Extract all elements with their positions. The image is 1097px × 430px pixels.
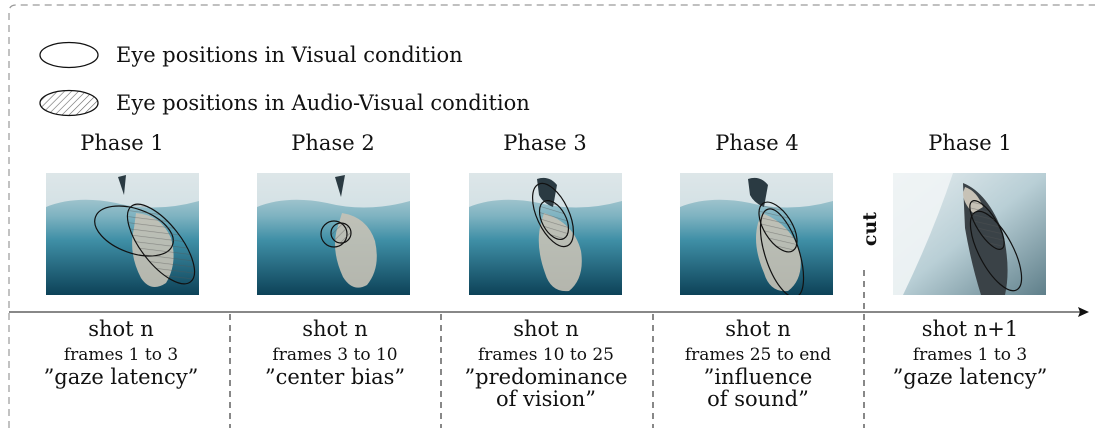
caption-5: shot n+1 frames 1 to 3 ”gaze latency” [870, 317, 1070, 389]
frame-thumbnail-3 [469, 173, 622, 295]
description-line: ”center bias” [264, 364, 406, 389]
description-line: of sound” [707, 387, 809, 412]
shot-label: shot n [302, 317, 368, 341]
phase-label-4: Phase 4 [715, 131, 799, 155]
phase-label-1: Phase 1 [80, 131, 164, 155]
frames-label: frames 25 to end [684, 344, 832, 365]
description-line: ”influence [703, 364, 813, 389]
shot-label: shot n [725, 317, 791, 341]
phase-label-3: Phase 3 [503, 131, 587, 155]
frames-label: frames 1 to 3 [912, 344, 1028, 365]
frame-thumbnail-2 [257, 173, 410, 295]
description-line: ”gaze latency” [892, 364, 1048, 389]
caption-2: shot n frames 3 to 10 ”center bias” [235, 317, 435, 389]
shot-label: shot n [88, 317, 154, 341]
shot-label: shot n+1 [921, 317, 1019, 341]
caption-4: shot n frames 25 to end ”influence of so… [658, 317, 858, 412]
legend-audio-visual: Eye positions in Audio-Visual condition [38, 89, 530, 117]
legend-audio-visual-label: Eye positions in Audio-Visual condition [116, 91, 530, 115]
caption-1: shot n frames 1 to 3 ”gaze latency” [21, 317, 221, 389]
description-line: ”gaze latency” [43, 364, 199, 389]
timeline-arrowhead [1078, 307, 1089, 317]
legend-visual: Eye positions in Visual condition [38, 41, 463, 69]
shot-label: shot n [513, 317, 579, 341]
cut-label: cut [859, 211, 881, 247]
dashed-border [8, 4, 1095, 428]
caption-3: shot n frames 10 to 25 ”predominance of … [446, 317, 646, 412]
legend-visual-label: Eye positions in Visual condition [116, 43, 463, 67]
frames-label: frames 10 to 25 [478, 344, 614, 365]
frame-thumbnail-1 [46, 173, 199, 295]
phase-label-2: Phase 2 [291, 131, 375, 155]
frames-label: frames 3 to 10 [272, 344, 398, 365]
frame-thumbnail-5 [893, 173, 1046, 295]
empty-ellipse-icon [39, 41, 99, 69]
phase-label-5: Phase 1 [928, 131, 1012, 155]
hatched-ellipse-icon [39, 89, 99, 117]
description-line: of vision” [495, 387, 597, 412]
frames-label: frames 1 to 3 [63, 344, 179, 365]
frame-thumbnail-4 [680, 173, 833, 295]
description-line: ”predominance [464, 364, 628, 389]
